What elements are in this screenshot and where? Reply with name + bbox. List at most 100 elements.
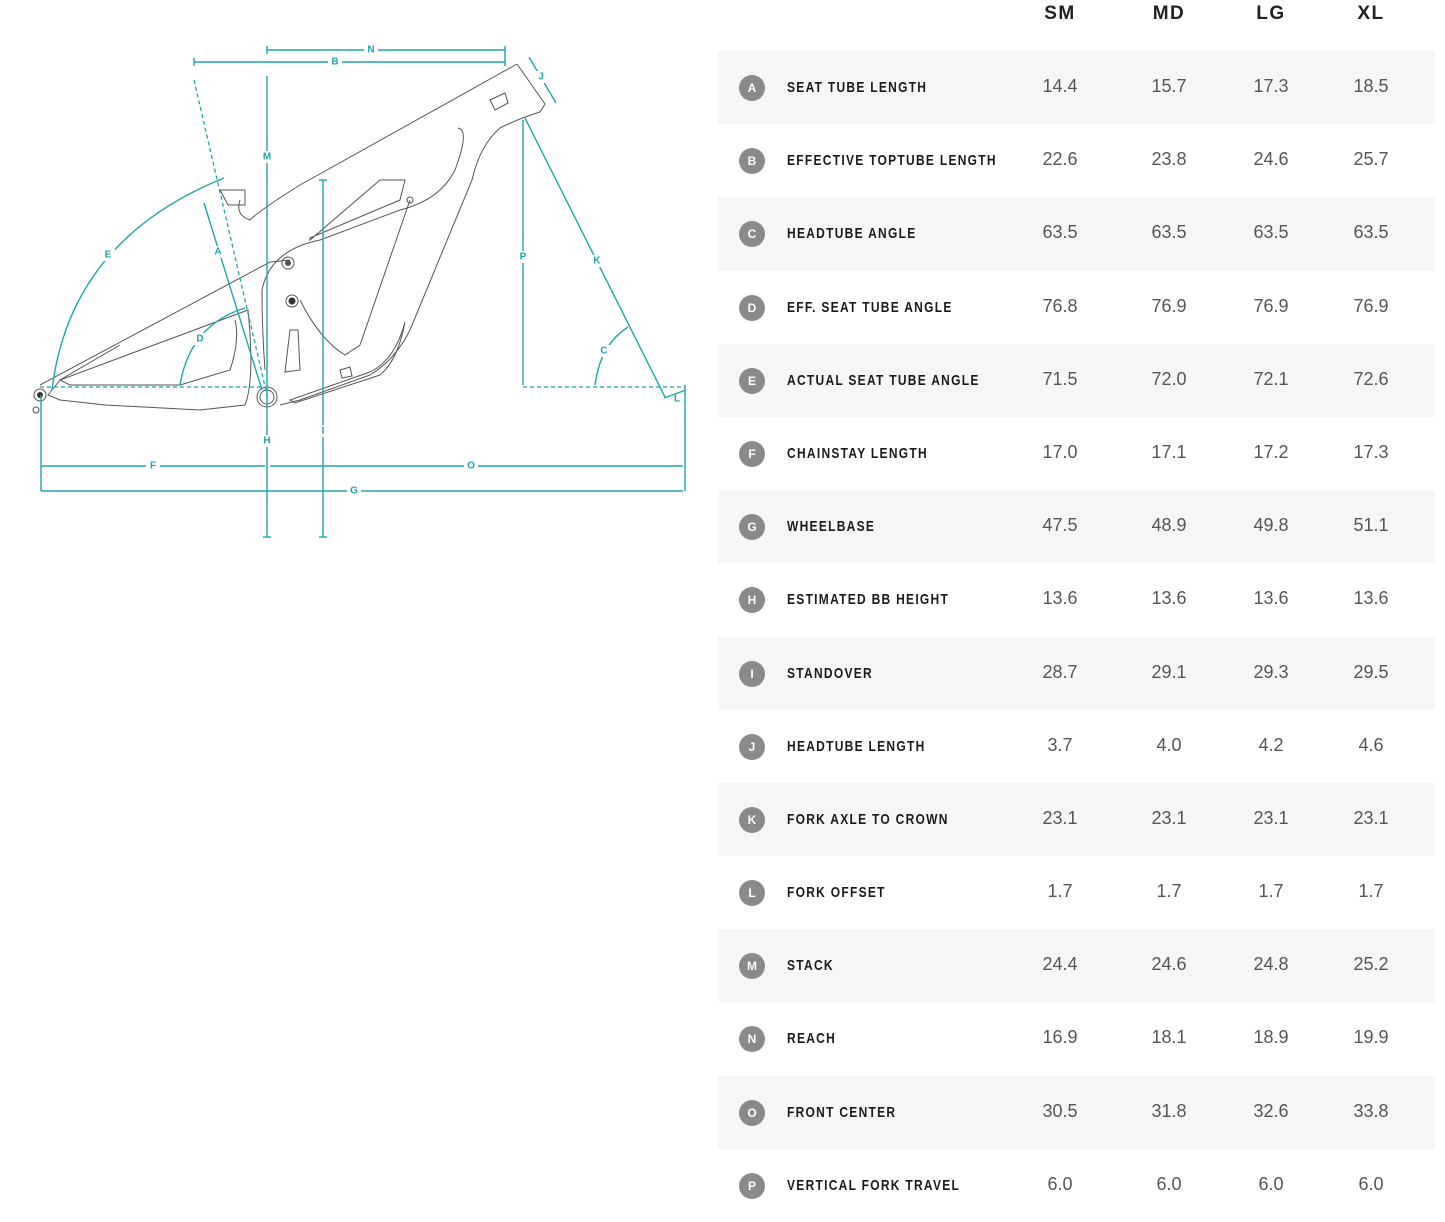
dim-label-j: J xyxy=(538,72,544,83)
row-value: 29.5 xyxy=(1353,661,1389,682)
dim-label-n: N xyxy=(367,45,374,56)
frame-geometry-diagram: N B J M H I F O G P K C L E A D xyxy=(32,44,687,538)
dim-label-d: D xyxy=(196,334,203,345)
row-key-badge: B xyxy=(739,148,765,175)
row-label: VERTICAL FORK TRAVEL xyxy=(787,1176,961,1194)
dim-label-p: P xyxy=(520,252,527,263)
row-value: 33.8 xyxy=(1353,1100,1389,1121)
row-value: 23.1 xyxy=(1353,807,1389,828)
size-header-sm: SM xyxy=(1044,3,1076,24)
row-value: 13.6 xyxy=(1253,588,1289,609)
row-key-badge: H xyxy=(739,587,765,614)
size-header-md: MD xyxy=(1152,3,1186,24)
row-label: WHEELBASE xyxy=(787,518,876,536)
row-value: 76.8 xyxy=(1042,295,1078,316)
row-value: 1.7 xyxy=(1358,881,1384,902)
row-key-badge: J xyxy=(739,733,765,760)
dim-label-f: F xyxy=(150,461,156,472)
row-value: 31.8 xyxy=(1151,1100,1187,1121)
row-value: 72.6 xyxy=(1353,368,1389,389)
row-value: 19.9 xyxy=(1353,1027,1389,1048)
row-value: 1.7 xyxy=(1258,881,1284,902)
row-label: FORK AXLE TO CROWN xyxy=(787,810,949,828)
row-key-badge: M xyxy=(739,953,765,980)
row-value: 24.6 xyxy=(1253,149,1289,170)
row-value: 17.0 xyxy=(1042,441,1078,462)
dim-label-i: I xyxy=(322,426,325,437)
dimension-lines xyxy=(40,46,687,538)
bike-frame-drawing xyxy=(32,63,546,414)
dim-label-l: L xyxy=(674,394,680,405)
row-value: 13.6 xyxy=(1353,588,1389,609)
row-value: 17.1 xyxy=(1151,441,1187,462)
dim-label-b: B xyxy=(331,57,338,68)
row-key-badge: E xyxy=(739,367,765,394)
row-label: HEADTUBE ANGLE xyxy=(787,225,917,243)
row-value: 13.6 xyxy=(1151,588,1187,609)
size-header-lg: LG xyxy=(1256,3,1286,24)
row-value: 47.5 xyxy=(1042,515,1078,536)
dim-label-h: H xyxy=(263,436,270,447)
row-value: 28.7 xyxy=(1042,661,1078,682)
row-value: 4.0 xyxy=(1156,734,1182,755)
row-label: EFFECTIVE TOPTUBE LENGTH xyxy=(787,152,997,170)
row-value: 23.1 xyxy=(1151,807,1187,828)
row-value: 76.9 xyxy=(1151,295,1187,316)
row-value: 17.2 xyxy=(1253,441,1289,462)
row-value: 72.1 xyxy=(1253,368,1289,389)
row-value: 1.7 xyxy=(1156,881,1182,902)
size-header-row: SM MD LG XL xyxy=(718,0,1435,51)
dim-label-c: C xyxy=(600,346,607,357)
row-value: 63.5 xyxy=(1151,222,1187,243)
row-value: 6.0 xyxy=(1258,1173,1284,1194)
row-value: 16.9 xyxy=(1042,1027,1078,1048)
dim-label-a: A xyxy=(214,247,221,258)
row-value: 3.7 xyxy=(1047,734,1073,755)
row-label: EFF. SEAT TUBE ANGLE xyxy=(787,298,953,316)
row-value: 18.9 xyxy=(1253,1027,1289,1048)
row-value: 25.2 xyxy=(1353,954,1389,975)
dim-label-k: K xyxy=(593,256,601,267)
row-key-badge: I xyxy=(739,660,765,687)
row-label: FRONT CENTER xyxy=(787,1103,897,1121)
row-value: 23.1 xyxy=(1253,807,1289,828)
row-label: ACTUAL SEAT TUBE ANGLE xyxy=(787,371,980,389)
row-value: 4.6 xyxy=(1358,734,1384,755)
row-value: 24.6 xyxy=(1151,954,1187,975)
row-value: 63.5 xyxy=(1253,222,1289,243)
row-label: HEADTUBE LENGTH xyxy=(787,737,926,755)
row-key-badge: L xyxy=(739,880,765,907)
row-key-badge: P xyxy=(739,1172,765,1199)
row-key-badge: N xyxy=(739,1026,765,1053)
dim-label-e: E xyxy=(105,250,112,261)
row-value: 76.9 xyxy=(1253,295,1289,316)
dimension-labels: N B J M H I F O G P K C L E A D xyxy=(101,44,680,497)
dim-label-g: G xyxy=(350,486,358,497)
row-value: 25.7 xyxy=(1353,149,1389,170)
row-value: 29.3 xyxy=(1253,661,1289,682)
row-label: CHAINSTAY LENGTH xyxy=(787,444,928,462)
row-value: 17.3 xyxy=(1253,76,1289,96)
row-label: REACH xyxy=(787,1030,837,1048)
row-value: 17.3 xyxy=(1353,441,1389,462)
row-key-badge: C xyxy=(739,221,765,248)
row-value: 51.1 xyxy=(1353,515,1389,536)
row-value: 18.5 xyxy=(1353,76,1389,96)
dim-label-m: M xyxy=(263,152,271,163)
row-value: 30.5 xyxy=(1042,1100,1078,1121)
row-value: 4.2 xyxy=(1258,734,1284,755)
row-value: 14.4 xyxy=(1042,76,1078,96)
row-value: 48.9 xyxy=(1151,515,1187,536)
